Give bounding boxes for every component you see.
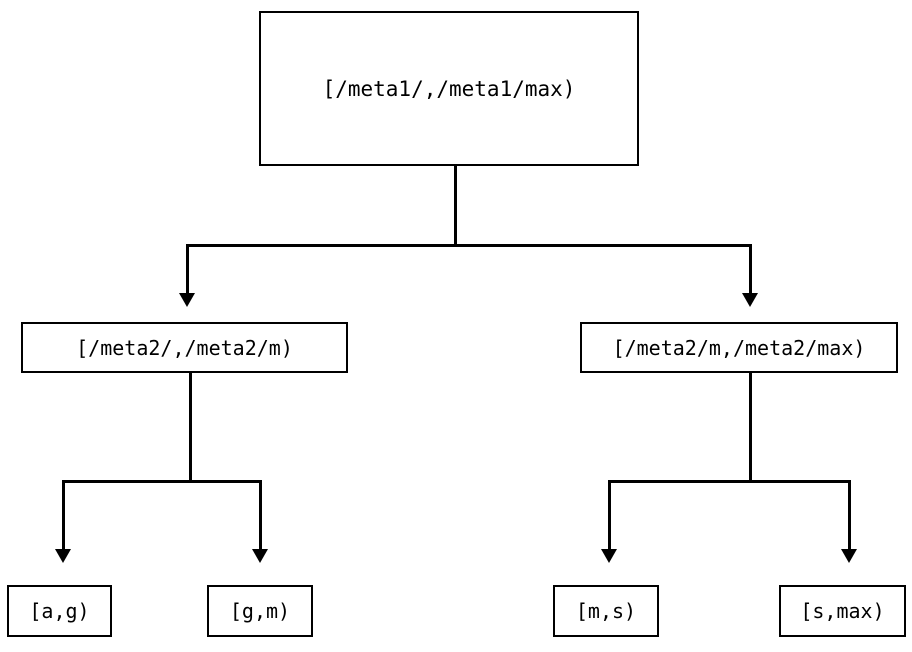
node-mid-right[interactable]: [/meta2/m,/meta2/max) [580, 322, 898, 373]
edge-mid-right-stem [749, 373, 752, 482]
edge-mid-left-crossbar [62, 480, 262, 483]
arrow-head-leaf-4 [841, 549, 857, 563]
node-mid-right-label: [/meta2/m,/meta2/max) [612, 335, 866, 360]
arrow-head-mid-right [742, 293, 758, 307]
node-leaf-3[interactable]: [m,s) [553, 585, 659, 637]
edge-root-to-mid-right [749, 244, 752, 301]
edge-root-crossbar [186, 244, 752, 247]
arrow-head-mid-left [179, 293, 195, 307]
arrow-head-leaf-3 [601, 549, 617, 563]
node-leaf-1[interactable]: [a,g) [7, 585, 112, 637]
node-leaf-3-label: [m,s) [575, 599, 637, 623]
edge-mid-right-to-leaf-3 [608, 480, 611, 554]
node-root-label: [/meta1/,/meta1/max) [322, 76, 576, 101]
edge-mid-right-to-leaf-4 [848, 480, 851, 554]
edge-root-to-mid-left [186, 244, 189, 301]
node-root[interactable]: [/meta1/,/meta1/max) [259, 11, 639, 166]
arrow-head-leaf-1 [55, 549, 71, 563]
node-mid-left[interactable]: [/meta2/,/meta2/m) [21, 322, 348, 373]
edge-mid-left-to-leaf-1 [62, 480, 65, 554]
edge-mid-left-stem [189, 373, 192, 482]
node-leaf-2[interactable]: [g,m) [207, 585, 313, 637]
node-leaf-2-label: [g,m) [229, 599, 291, 623]
node-leaf-1-label: [a,g) [29, 599, 90, 623]
edge-root-stem [454, 166, 457, 246]
edge-mid-left-to-leaf-2 [259, 480, 262, 554]
node-mid-left-label: [/meta2/,/meta2/m) [76, 335, 293, 360]
node-leaf-4-label: [s,max) [800, 599, 885, 623]
node-leaf-4[interactable]: [s,max) [779, 585, 906, 637]
arrow-head-leaf-2 [252, 549, 268, 563]
edge-mid-right-crossbar [608, 480, 851, 483]
